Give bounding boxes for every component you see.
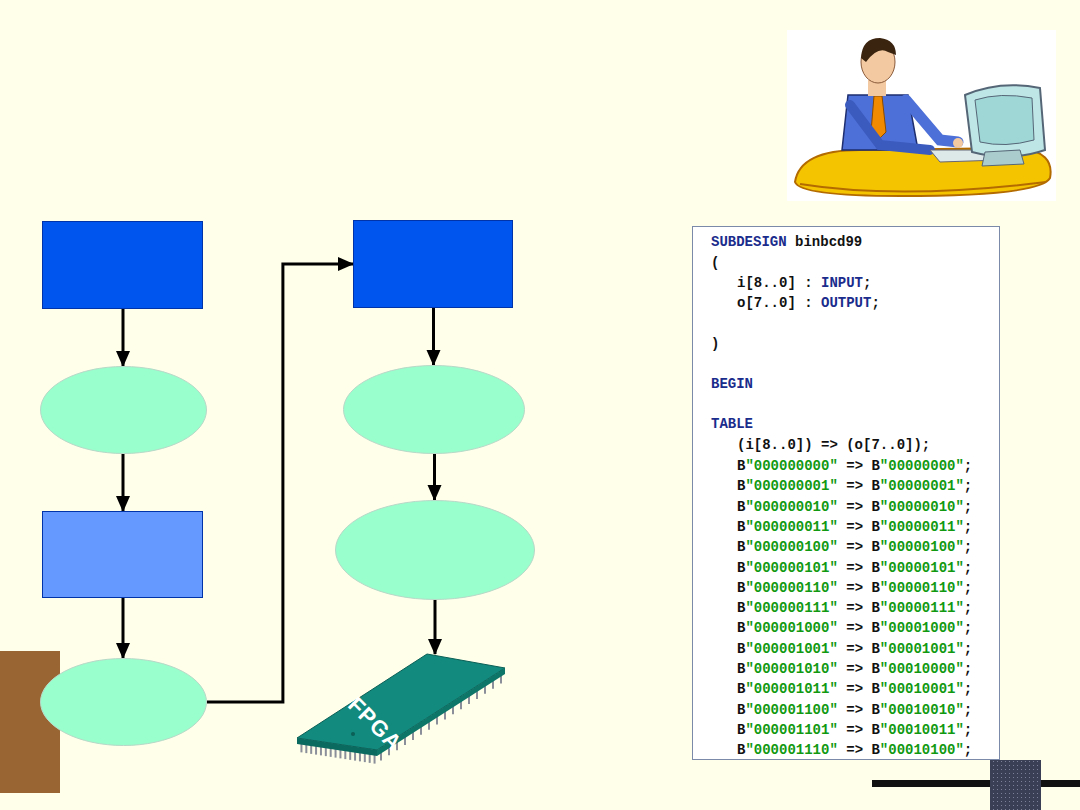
node-outline	[42, 221, 203, 309]
code-line: BEGIN	[711, 375, 753, 393]
code-line: B"000000010" => B"00000010";	[737, 498, 972, 516]
code-line: B"000000100" => B"00000100";	[737, 538, 972, 556]
flow-arrow	[122, 598, 125, 658]
process-box	[42, 221, 203, 309]
code-line: o[7..0] : OUTPUT;	[737, 294, 880, 312]
node-outline	[40, 658, 207, 746]
flow-arrow	[434, 600, 437, 654]
node-outline	[343, 365, 525, 454]
node-outline	[40, 366, 207, 454]
code-line: B"000000001" => B"00000001";	[737, 477, 972, 495]
flow-arrow	[207, 264, 353, 702]
code-line: B"000000110" => B"00000110";	[737, 579, 972, 597]
process-ellipse	[335, 500, 535, 600]
process-ellipse	[40, 366, 207, 454]
fpga-chip: FPGA	[295, 652, 507, 768]
code-line: B"000001010" => B"00010000";	[737, 660, 972, 678]
process-box	[42, 511, 203, 598]
node-outline	[353, 220, 513, 308]
code-line: SUBDESIGN binbcd99	[711, 233, 862, 251]
node-outline	[335, 500, 535, 600]
process-ellipse	[343, 365, 525, 454]
code-line: B"000001100" => B"00010010";	[737, 701, 972, 719]
code-line: B"000000101" => B"00000101";	[737, 559, 972, 577]
code-line: B"000000111" => B"00000111";	[737, 599, 972, 617]
flow-arrow	[122, 454, 125, 511]
code-line: TABLE	[711, 415, 753, 433]
code-line: B"000001110" => B"00010100";	[737, 741, 972, 759]
flow-arrow	[122, 309, 125, 366]
code-panel: SUBDESIGN binbcd99 ( i[8..0] : INPUT; o[7..…	[692, 226, 1000, 760]
code-line: (i[8..0]) => (o[7..0]);	[737, 436, 930, 454]
code-line: )	[711, 335, 719, 353]
code-line: (	[711, 254, 719, 272]
code-line: B"000001000" => B"00001000";	[737, 619, 972, 637]
code-line: B"000000011" => B"00000011";	[737, 518, 972, 536]
code-line: B"000001001" => B"00001001";	[737, 640, 972, 658]
flow-arrow	[433, 454, 436, 500]
corner-line	[872, 780, 1080, 787]
person-at-computer	[787, 30, 1056, 201]
flow-arrow	[432, 308, 435, 365]
node-outline	[42, 511, 203, 598]
code-line: B"000001011" => B"00010001";	[737, 680, 972, 698]
code-line: B"000001101" => B"00010011";	[737, 721, 972, 739]
process-box	[353, 220, 513, 308]
process-ellipse	[40, 658, 207, 746]
node-outline	[295, 652, 507, 768]
code-line: i[8..0] : INPUT;	[737, 274, 871, 292]
corner-square	[990, 760, 1041, 810]
code-line: B"000000000" => B"00000000";	[737, 457, 972, 475]
